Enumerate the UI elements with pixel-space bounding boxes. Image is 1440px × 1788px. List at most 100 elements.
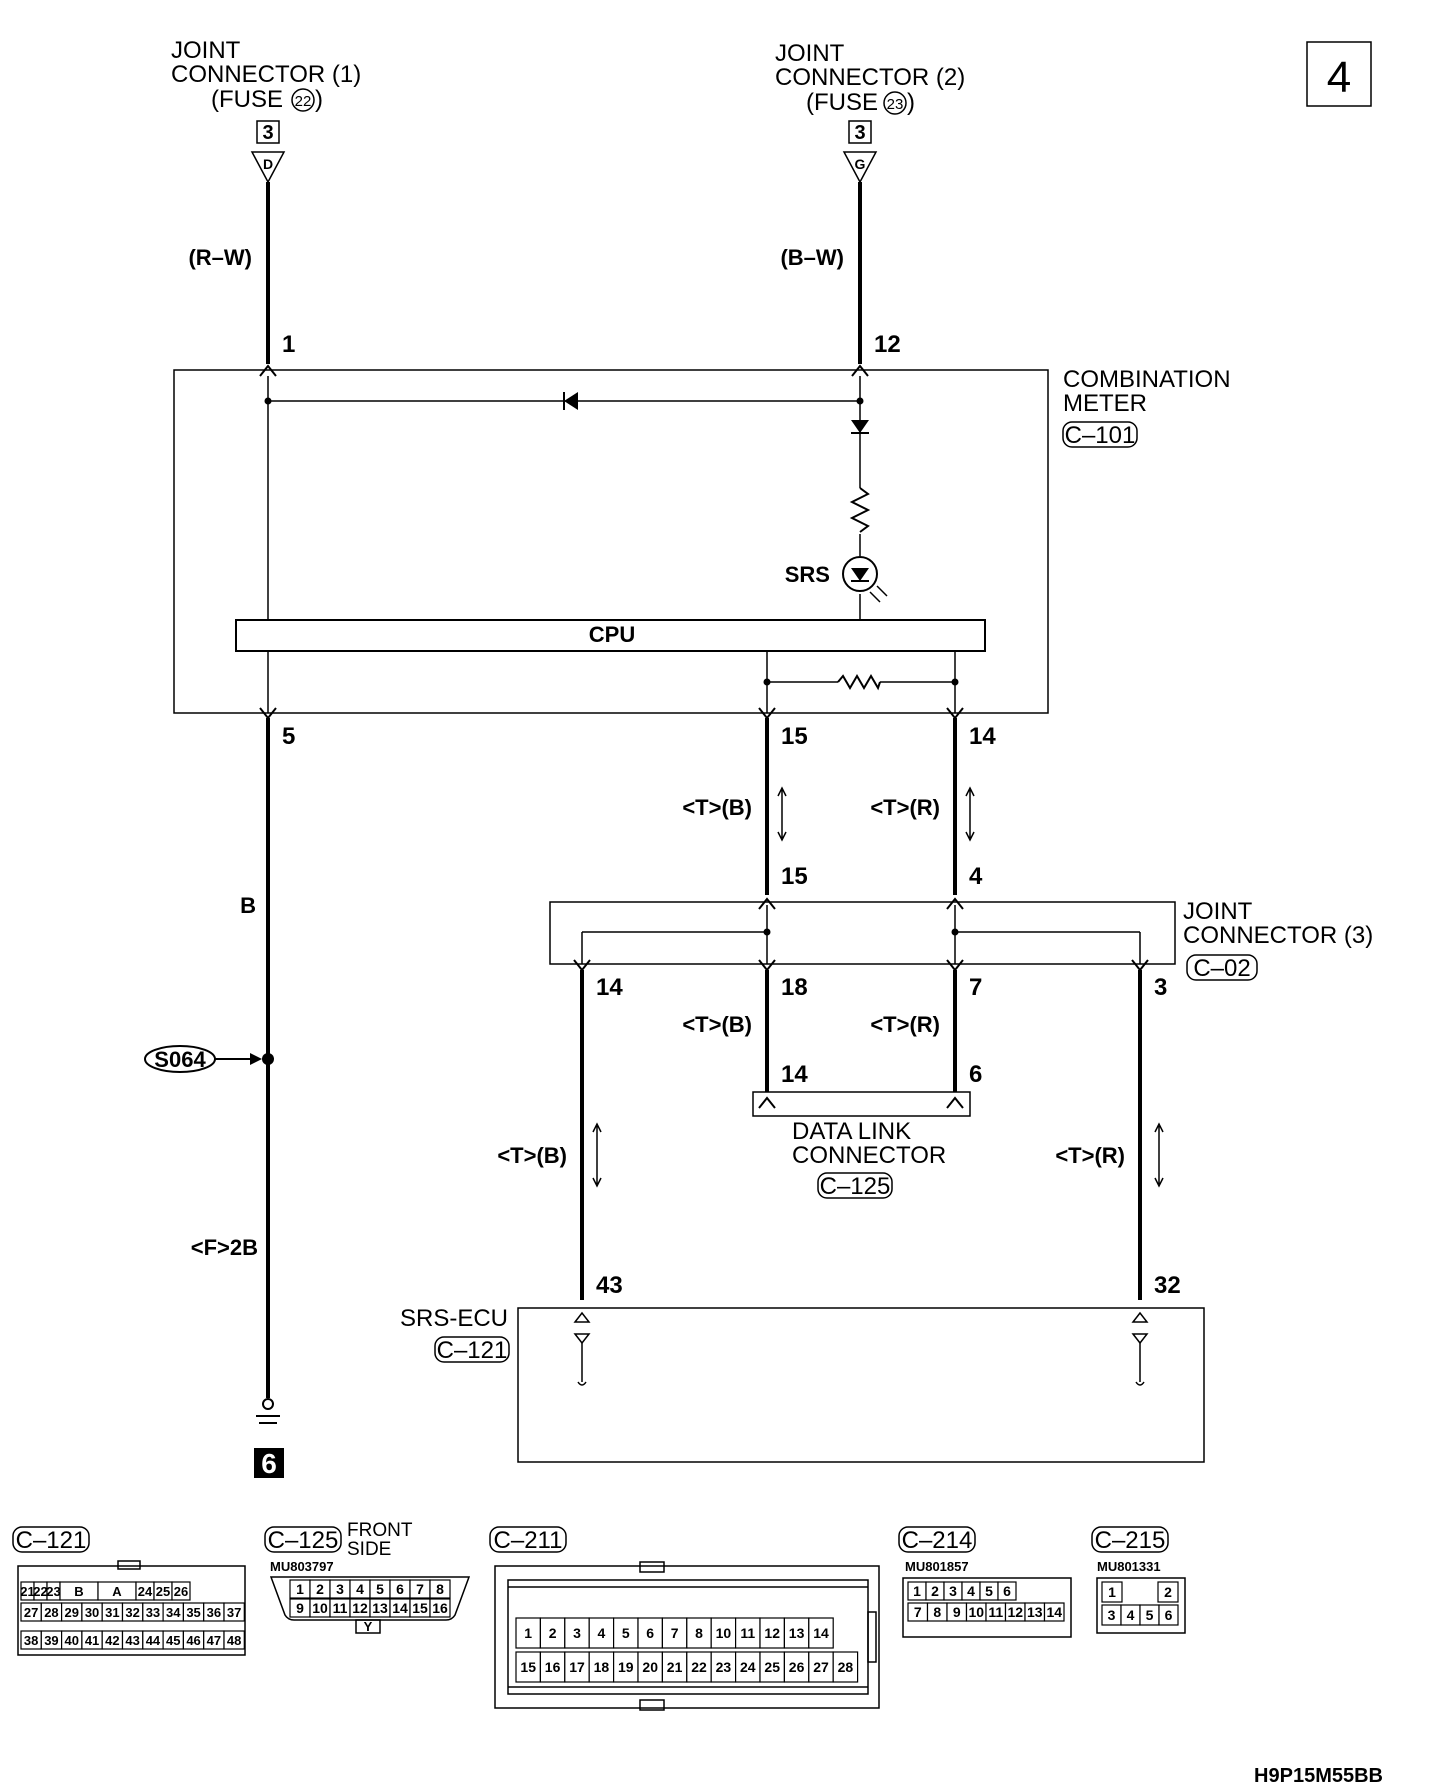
connector-pin-number: 5 (985, 1583, 993, 1599)
connector-pin-cell (783, 1651, 810, 1683)
connector-pin-number: 23 (46, 1584, 60, 1599)
c125-side-2: SIDE (347, 1539, 391, 1560)
data-link-connector: DATA LINK CONNECTOR C–125 (752, 1091, 971, 1200)
connector-pin-cell (612, 1617, 639, 1649)
connector-pin-number: 1 (913, 1583, 921, 1599)
ecu-internal-left (577, 1343, 587, 1386)
bidirectional-arrow (777, 786, 787, 842)
connector-pin-number: 1 (524, 1625, 532, 1641)
connector-pin-number: 7 (914, 1604, 922, 1620)
connector-pin-cell (686, 1617, 712, 1649)
connector-pin-cell (171, 1581, 191, 1601)
dlc-terminal-left (758, 1096, 776, 1109)
c125-code: C–125 (268, 1527, 339, 1554)
c125-outline (269, 1576, 471, 1621)
srs-lamp-ray-1 (876, 585, 888, 597)
c211-code-box (489, 1526, 567, 1553)
srs-ecu-code-box (434, 1336, 510, 1363)
connector-pin-number: 3 (336, 1581, 344, 1597)
c121-code: C–121 (16, 1527, 87, 1554)
connector-pin-cell (1101, 1581, 1123, 1603)
pin-7-joint-out: 7 (969, 974, 982, 1001)
bidirectional-arrow (1154, 1122, 1164, 1188)
c125-key-box (355, 1619, 381, 1634)
connector-pin-number: 7 (671, 1625, 679, 1641)
connector-pin-cell (1158, 1604, 1179, 1626)
connector-pin-number: 5 (622, 1625, 630, 1641)
connector-pin-cell (429, 1579, 451, 1599)
connector-letter-right: G (855, 156, 866, 172)
dlc-code: C–125 (820, 1173, 891, 1200)
connector-pin-number: 34 (166, 1605, 181, 1620)
connector-pin-cell (710, 1617, 737, 1649)
connector-pin-number: 37 (227, 1605, 241, 1620)
connector-pin-cell (564, 1617, 590, 1649)
srs-ecu-box (517, 1307, 1205, 1463)
wire-label-tr-2: <T>(R) (870, 1012, 940, 1037)
connector-pin-number: 14 (813, 1625, 829, 1641)
connector-pin-cell (783, 1617, 810, 1649)
connector-pin-number: 10 (312, 1600, 328, 1616)
connector-pin-number: 6 (1165, 1607, 1173, 1623)
pin-1: 1 (282, 331, 295, 358)
junction-dot (951, 678, 959, 686)
connector-pin-number: 19 (618, 1659, 634, 1675)
connector-pin-number: 31 (105, 1605, 119, 1620)
connector-pin-number: 24 (740, 1659, 756, 1675)
connector-pin-cell (588, 1617, 615, 1649)
connector-pin-number: 44 (146, 1633, 161, 1648)
connector-pin-cell (637, 1617, 663, 1649)
ecu-terminal-right (1131, 1311, 1149, 1345)
connector-pin-number: 4 (598, 1625, 606, 1641)
connector-pin-number: 4 (356, 1581, 364, 1597)
connector-arrow-left (250, 151, 286, 184)
srs-ecu-code: C–121 (437, 1337, 508, 1364)
connector-pin-number: 11 (740, 1625, 755, 1641)
fuse-23-circle (883, 91, 907, 115)
fuse-23-number: 23 (887, 96, 904, 113)
dlc-line2: CONNECTOR (792, 1142, 946, 1169)
connector-letter-left: D (263, 156, 273, 172)
ground-ref: 6 (261, 1448, 277, 1479)
ecu-terminal-left (573, 1311, 591, 1345)
connector-pin-number: 3 (573, 1625, 581, 1641)
wire-label-b: B (240, 893, 256, 918)
dlc-box (752, 1091, 971, 1117)
joint-connector-2-line1: JOINT (775, 40, 845, 67)
pin-12: 12 (874, 331, 901, 358)
connector-pin-number: A (112, 1584, 122, 1599)
wire-label-tb-1: <T>(B) (682, 795, 752, 820)
connector-pin-number: 2 (1164, 1584, 1172, 1600)
joint-connector-2-fuse: (FUSE (806, 89, 878, 116)
connector-pin-number: 6 (646, 1625, 654, 1641)
connector-pin-number: 22 (33, 1584, 47, 1599)
connector-pin-number: 11 (333, 1600, 348, 1616)
joint-connector-3-box (549, 901, 1176, 965)
connector-pin-number: 7 (416, 1581, 424, 1597)
srs-lamp (842, 556, 878, 592)
fuse-22-number: 22 (295, 93, 312, 110)
joint3-code-box (1186, 954, 1258, 981)
connector-pin-cell (429, 1598, 451, 1618)
connector-pin-cell (759, 1617, 785, 1649)
c215-outline (1096, 1577, 1186, 1634)
dlc-line1: DATA LINK (792, 1118, 911, 1145)
pin-14-dlc: 14 (781, 1061, 808, 1088)
combination-meter-box (173, 369, 1049, 714)
connector-pin-cell (223, 1602, 245, 1622)
joint-connector-1-line2: CONNECTOR (1) (171, 61, 361, 88)
cpu-block (235, 619, 986, 652)
connector-pin-number: 22 (691, 1659, 707, 1675)
connector-pin-number: 2 (931, 1583, 939, 1599)
connector-pin-cell (564, 1651, 590, 1683)
ref-left: 3 (262, 122, 273, 144)
connector-pin-number: 18 (594, 1659, 610, 1675)
splice-dot (262, 1053, 274, 1065)
wire-label-rw: (R–W) (188, 245, 252, 270)
connector-pin-cell (661, 1617, 688, 1649)
joint3-code: C–02 (1193, 955, 1250, 982)
meter-code: C–101 (1065, 422, 1136, 449)
